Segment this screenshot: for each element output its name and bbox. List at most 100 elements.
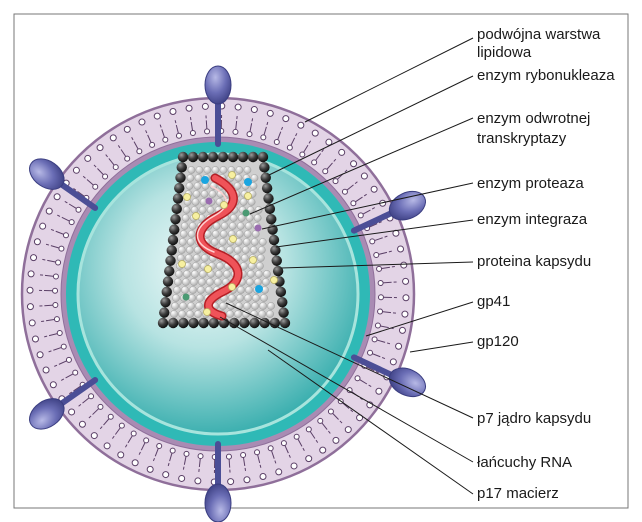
label-rna: łańcuchy RNA	[477, 454, 572, 471]
label-p7: p7 jądro kapsydu	[477, 410, 591, 427]
reverse-transcriptase-enzyme	[243, 210, 250, 217]
p7-nucleocapsid-dot	[262, 278, 269, 285]
p7-nucleocapsid-dot	[178, 246, 185, 253]
ribonuclease-enzyme	[244, 178, 252, 186]
capsid-protein-bead	[277, 297, 287, 307]
p7-nucleocapsid-dot	[183, 206, 190, 213]
capsid-protein-bead	[258, 152, 268, 162]
p7-nucleocapsid-dot	[182, 278, 189, 285]
p7-nucleocapsid-dot	[212, 230, 219, 237]
gp120-knob	[205, 484, 231, 522]
p7-nucleocapsid-dot	[182, 214, 189, 221]
p7-nucleocapsid-dot	[245, 222, 252, 229]
capsid-protein-bead	[162, 287, 172, 297]
integrase-enzyme	[245, 193, 252, 200]
p7-nucleocapsid-dot	[201, 254, 208, 261]
integrase-enzyme	[179, 261, 186, 268]
p7-nucleocapsid-dot	[179, 238, 186, 245]
capsid-protein-bead	[239, 318, 249, 328]
capsid-protein-bead	[174, 183, 184, 193]
capsid-protein-bead	[262, 183, 272, 193]
gp120-knob	[205, 66, 231, 104]
integrase-enzyme	[204, 309, 211, 316]
p7-nucleocapsid-dot	[251, 302, 258, 309]
capsid-protein-bead	[266, 214, 276, 224]
p7-nucleocapsid-dot	[244, 294, 251, 301]
p7-nucleocapsid-dot	[246, 278, 253, 285]
p7-nucleocapsid-dot	[178, 310, 185, 317]
p7-nucleocapsid-dot	[244, 166, 251, 173]
capsid-protein-bead	[164, 266, 174, 276]
capsid-protein-bead	[238, 152, 248, 162]
label-reverse-transcriptase-line1: enzym odwrotnej	[477, 110, 590, 127]
capsid-protein-bead	[167, 245, 177, 255]
capsid-protein-bead	[159, 307, 169, 317]
leader-gp120	[410, 342, 473, 352]
p7-nucleocapsid-dot	[266, 310, 273, 317]
p7-nucleocapsid-dot	[251, 174, 258, 181]
protease-enzyme	[206, 198, 213, 205]
p7-nucleocapsid-dot	[193, 190, 200, 197]
capsid-protein-bead	[276, 287, 286, 297]
p7-nucleocapsid-dot	[187, 302, 194, 309]
capsid-protein-bead	[177, 162, 187, 172]
integrase-enzyme	[205, 266, 212, 273]
capsid-protein-bead	[178, 318, 188, 328]
p7-nucleocapsid-dot	[259, 238, 266, 245]
capsid-protein-bead	[188, 318, 198, 328]
p7-nucleocapsid-dot	[254, 214, 261, 221]
p7-nucleocapsid-dot	[192, 262, 199, 269]
p7-nucleocapsid-dot	[170, 310, 177, 317]
integrase-enzyme	[193, 213, 200, 220]
capsid-protein-bead	[280, 318, 290, 328]
p7-nucleocapsid-dot	[226, 310, 233, 317]
p7-nucleocapsid-dot	[236, 230, 243, 237]
p7-nucleocapsid-dot	[235, 174, 242, 181]
p7-nucleocapsid-dot	[179, 302, 186, 309]
p7-nucleocapsid-dot	[219, 238, 226, 245]
protease-enzyme	[255, 225, 262, 232]
p7-nucleocapsid-dot	[228, 294, 235, 301]
ribonuclease-enzyme	[201, 176, 209, 184]
integrase-enzyme	[184, 194, 191, 201]
p7-nucleocapsid-dot	[255, 270, 262, 277]
capsid-protein-bead	[172, 204, 182, 214]
capsid-protein-bead	[168, 235, 178, 245]
capsid-protein-bead	[278, 307, 288, 317]
label-lipid-bilayer-line1: podwójna warstwa	[477, 26, 600, 43]
capsid-protein-bead	[272, 256, 282, 266]
p7-nucleocapsid-dot	[207, 206, 214, 213]
p7-nucleocapsid-dot	[197, 286, 204, 293]
capsid-protein-bead	[168, 318, 178, 328]
p7-nucleocapsid-dot	[195, 302, 202, 309]
p7-nucleocapsid-dot	[229, 222, 236, 229]
p7-nucleocapsid-dot	[211, 238, 218, 245]
p7-nucleocapsid-dot	[216, 262, 223, 269]
p7-nucleocapsid-dot	[171, 302, 178, 309]
label-gp41: gp41	[477, 293, 510, 310]
p7-nucleocapsid-dot	[260, 294, 267, 301]
capsid-protein-bead	[173, 193, 183, 203]
label-ribonuclease: enzym rybonukleaza	[477, 67, 615, 84]
p7-nucleocapsid-dot	[196, 294, 203, 301]
integrase-enzyme	[230, 236, 237, 243]
p7-nucleocapsid-dot	[192, 198, 199, 205]
p7-nucleocapsid-dot	[240, 198, 247, 205]
p7-nucleocapsid-dot	[251, 238, 258, 245]
capsid-protein-bead	[263, 193, 273, 203]
capsid-protein-bead	[249, 318, 259, 328]
p7-nucleocapsid-dot	[189, 222, 196, 229]
p7-nucleocapsid-dot	[267, 302, 274, 309]
label-gp120: gp120	[477, 333, 519, 350]
p7-nucleocapsid-dot	[186, 310, 193, 317]
label-protease: enzym proteaza	[477, 175, 584, 192]
p7-nucleocapsid-dot	[214, 278, 221, 285]
p7-nucleocapsid-dot	[183, 270, 190, 277]
capsid-protein-bead	[198, 318, 208, 328]
capsid-protein-bead	[270, 318, 280, 328]
p7-nucleocapsid-dot	[244, 230, 251, 237]
p7-nucleocapsid-dot	[188, 230, 195, 237]
capsid-protein-bead	[165, 256, 175, 266]
p7-nucleocapsid-dot	[242, 246, 249, 253]
p7-nucleocapsid-dot	[220, 166, 227, 173]
